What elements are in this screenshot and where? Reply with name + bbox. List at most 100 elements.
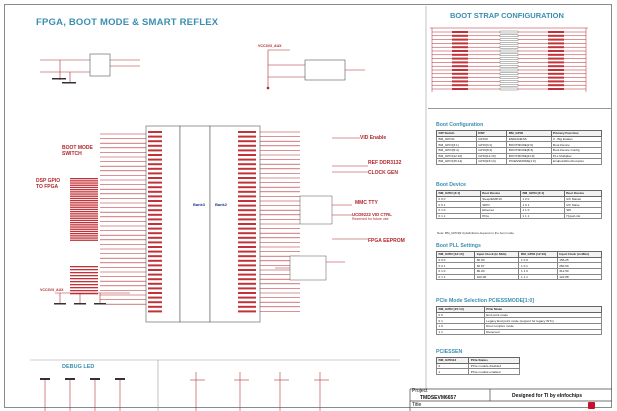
net-label-mark — [70, 213, 98, 215]
debug-led-label: DEBUG LED — [62, 364, 95, 370]
table-header: Input Clock (in MHz) — [556, 251, 603, 258]
table-cell: HyperLink — [563, 212, 603, 220]
strap-resistor — [548, 80, 564, 83]
ic-pin — [148, 177, 162, 179]
strap-resistor — [452, 65, 468, 68]
strap-resistor — [548, 50, 564, 52]
ic-pin — [148, 259, 162, 262]
ic-pin — [148, 223, 162, 225]
ic-pin — [238, 167, 256, 170]
dsp-gpio-line-2: TO FPGA — [36, 184, 59, 190]
ic-pin — [148, 227, 162, 230]
table-cell: PCIe module disabled — [468, 362, 520, 370]
ic-pin — [238, 135, 256, 138]
boot-strap-title: BOOT STRAP CONFIGURATION — [450, 11, 564, 20]
table-cell: PCIe module enabled — [468, 368, 520, 375]
table-cell: 312.50 — [556, 268, 603, 275]
ic-pin — [148, 310, 162, 313]
net-label-mark — [70, 237, 98, 239]
table-cell: 250.00 — [556, 262, 603, 269]
ic-pin — [148, 264, 162, 267]
ic-pin — [148, 163, 162, 166]
ic-pin — [238, 218, 256, 221]
ic-pin — [238, 172, 256, 175]
net-label-mark — [70, 290, 98, 292]
vid-enable-label: VID Enable — [360, 135, 387, 141]
table-header: Input Clock (in MHz) — [474, 251, 520, 258]
fpga-eeprom-label: FPGA EEPROM — [368, 238, 405, 244]
ic-pin — [238, 236, 256, 239]
net-label-mark — [70, 195, 98, 197]
strap-resistor — [452, 31, 468, 33]
net-label-mark — [70, 226, 98, 228]
strap-resistor — [452, 88, 468, 90]
ic-pin — [148, 287, 162, 290]
strap-resistor — [452, 46, 468, 49]
ic-pin — [148, 158, 162, 161]
table-cell: 0 1 1 — [435, 273, 476, 281]
net-label-mark — [70, 186, 98, 189]
strap-switch — [499, 83, 519, 87]
strap-switch — [499, 57, 519, 60]
net-label-mark — [70, 281, 98, 283]
strap-switch — [499, 53, 519, 56]
boot-mode-line-2: SWITCH — [62, 151, 82, 157]
project-label: Project — [412, 388, 428, 394]
strap-switch — [499, 49, 519, 53]
table-cell: 1 1 1 — [519, 212, 565, 220]
net-label-mark — [70, 278, 98, 280]
ic-pin — [238, 131, 256, 133]
table-cell: Reserved — [483, 328, 603, 336]
ic-pin — [238, 195, 256, 198]
ic-pin — [148, 218, 162, 221]
ic-pin — [238, 209, 256, 212]
net-label-mark — [70, 184, 98, 186]
strap-resistor — [452, 38, 468, 41]
boot-mode-switch-label: BOOT MODE SWITCH — [62, 145, 93, 157]
strap-resistor — [452, 69, 468, 71]
ic-pin — [238, 301, 256, 304]
strap-resistor — [548, 34, 564, 37]
ic-pin — [238, 149, 256, 152]
net-label-mark — [70, 275, 98, 277]
table-cell: Legacy End point mode (support for legac… — [483, 317, 603, 324]
table-cell: 66.67 — [474, 262, 520, 269]
ic-pin — [148, 190, 162, 193]
ic-pin — [148, 278, 162, 281]
ic-pin — [148, 144, 162, 147]
net-label-mark — [70, 284, 98, 286]
strap-switch — [499, 68, 519, 72]
strap-switch — [499, 30, 519, 34]
net-label-mark — [70, 204, 98, 206]
table-header: DIP Switch — [436, 130, 477, 137]
table-header: PCIe Status — [468, 357, 520, 364]
ic-pin — [238, 163, 256, 166]
strap-switch — [499, 38, 519, 41]
project-value: TMDSEVM6657 — [420, 395, 457, 401]
net-label-mark — [70, 272, 98, 274]
strap-resistor — [452, 42, 468, 45]
table-cell: Root complex mode — [483, 323, 603, 330]
ic-pin — [148, 172, 162, 175]
strap-resistor — [452, 50, 468, 52]
table-cell: BM_GPIO[15:14] — [436, 158, 477, 165]
strap-resistor — [452, 57, 468, 60]
net-label-mark — [70, 182, 98, 184]
ic-pin — [238, 264, 256, 267]
ic-pin — [238, 204, 256, 207]
ic-pin — [148, 282, 162, 285]
strap-resistor — [452, 61, 468, 64]
net-label-mark — [70, 222, 98, 224]
strap-resistor — [548, 76, 564, 79]
ic-pin — [148, 296, 162, 299]
strap-resistor — [548, 38, 564, 41]
strap-resistor — [452, 76, 468, 79]
designer-text: Designed for TI by eInfochips — [512, 393, 583, 399]
ic-pin — [148, 181, 162, 184]
net-label-mark — [70, 228, 98, 230]
